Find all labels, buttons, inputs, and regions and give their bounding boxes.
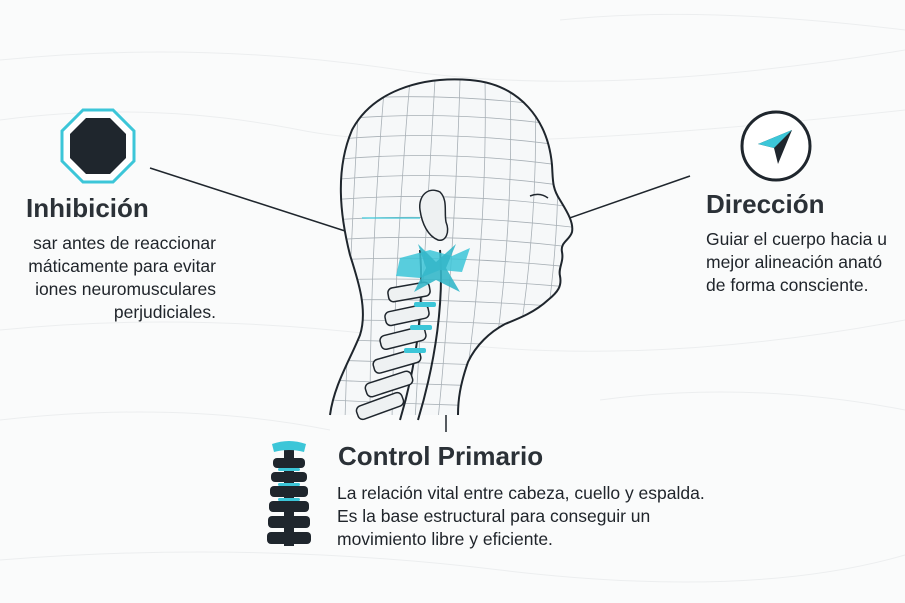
inhibition-description: sar antes de reaccionar máticamente para… — [0, 232, 216, 324]
compass-arrow-icon — [740, 110, 812, 182]
primary-control-title: Control Primario — [338, 441, 544, 471]
primary-control-line: movimiento libre y eficiente. — [337, 529, 553, 549]
head-mesh — [329, 78, 574, 416]
inhibition-line: máticamente para evitar — [28, 256, 216, 276]
stop-octagon-icon — [60, 108, 136, 184]
direction-description: Guiar el cuerpo hacia u mejor alineación… — [706, 228, 887, 297]
direction-line: de forma consciente. — [706, 275, 869, 295]
inhibition-title: Inhibición — [26, 193, 149, 223]
spine-icon — [267, 441, 311, 546]
primary-control-line: La relación vital entre cabeza, cuello y… — [337, 483, 705, 503]
direction-line: Guiar el cuerpo hacia u — [706, 229, 887, 249]
inhibition-line: perjudiciales. — [113, 302, 216, 322]
cervical-spine — [355, 244, 470, 421]
primary-control-line: Es la base estructural para conseguir un — [337, 506, 651, 526]
inhibition-line: iones neuromusculares — [35, 279, 216, 299]
primary-control-description: La relación vital entre cabeza, cuello y… — [337, 482, 705, 551]
inhibition-line: sar antes de reaccionar — [33, 233, 216, 253]
direction-title: Dirección — [706, 189, 825, 219]
direction-line: mejor alineación anató — [706, 252, 883, 272]
